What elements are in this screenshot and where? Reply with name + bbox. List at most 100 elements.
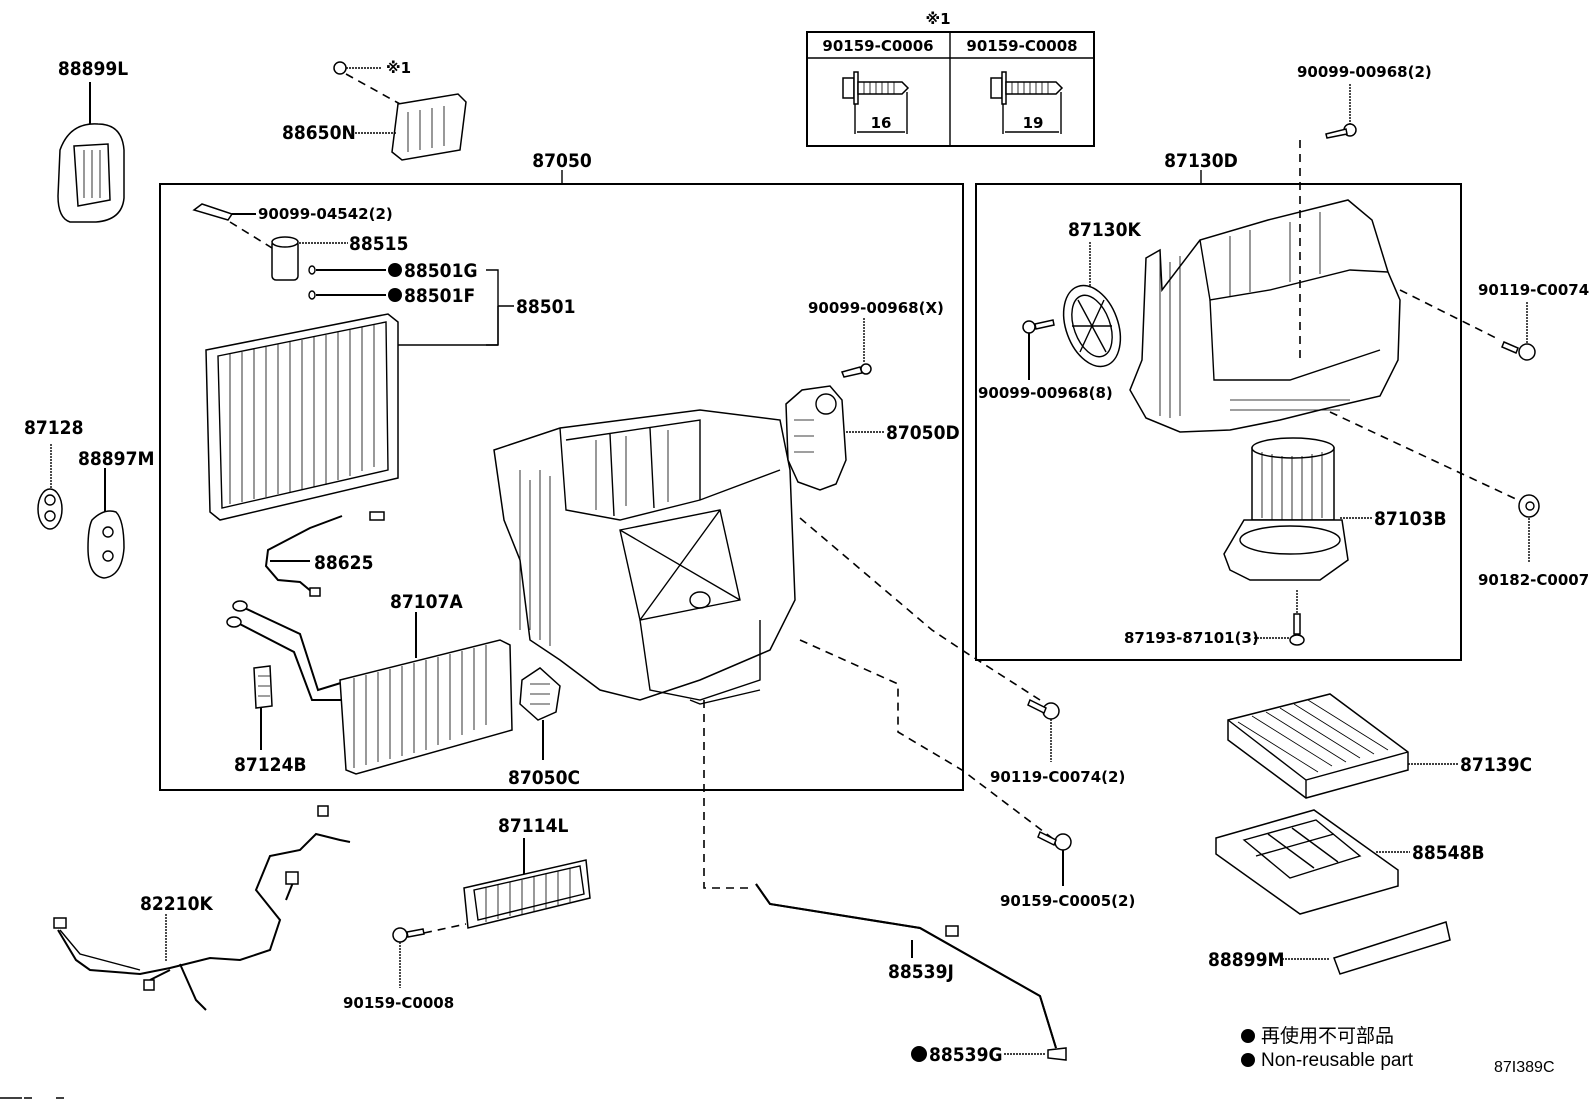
leader-dashed [799,639,1053,839]
part-82210K[interactable]: 82210K [53,805,351,1011]
part-87130K[interactable]: 87130K [1053,219,1141,374]
assembly-87130D: 87130D [975,150,1462,661]
screw-reference-table: ※1 90159-C0006 90159-C0008 16 19 [806,10,1095,147]
part-90099-00968-8[interactable]: 90099-00968(8) [978,319,1113,402]
label-87050[interactable]: 87050 [532,150,592,172]
legend: 再使用不可部品 Non-reusable part [1241,1025,1414,1071]
part-88515[interactable]: 88515 [271,233,408,281]
table-col-2-length: 19 [1023,114,1044,132]
part-87114L[interactable]: 87114L [463,815,591,929]
part-90099-00968X[interactable]: 90099-00968(X) [808,299,944,378]
label-87050D[interactable]: 87050D [886,422,960,444]
label-82210K[interactable]: 82210K [140,893,213,915]
screw-icon [842,71,910,134]
part-87128[interactable]: 87128 [24,417,83,530]
drain-valve-icon [1047,1047,1067,1061]
part-88501F[interactable]: 88501F [308,285,475,307]
table-col-2-part[interactable]: 90159-C0008 [966,37,1077,55]
part-88650N[interactable]: ※1 88650N [282,59,467,161]
bolt-icon [192,203,234,221]
part-87124B[interactable]: 87124B [234,665,307,776]
label-87128[interactable]: 87128 [24,417,83,439]
label-87193-87101[interactable]: 87193-87101(3) [1124,629,1259,647]
part-88501G[interactable]: 88501G [308,260,478,282]
label-87130D[interactable]: 87130D [1164,150,1238,172]
label-87107A[interactable]: 87107A [390,591,463,613]
label-90119-C0074[interactable]: 90119-C0074 [1478,281,1589,299]
part-87050D[interactable]: 87050D [785,385,960,491]
part-90182-C0007[interactable]: 90182-C0007 [1329,411,1589,589]
part-88899M[interactable]: 88899M [1208,921,1451,975]
screw-icon [990,71,1064,134]
part-88899L[interactable]: 88899L [57,58,128,223]
label-90099-00968-2[interactable]: 90099-00968(2) [1297,63,1432,81]
part-88548B[interactable]: 88548B [1215,809,1485,915]
non-reusable-dot-icon [388,263,402,277]
grommet-icon [1518,494,1540,518]
label-90159-C0008[interactable]: 90159-C0008 [343,994,454,1012]
assembly-87050: 87050 [159,150,964,791]
label-90159-C0005[interactable]: 90159-C0005(2) [1000,892,1135,910]
part-87107A[interactable]: 87107A [226,591,513,775]
label-87114L[interactable]: 87114L [498,815,568,837]
screw-icon [333,61,347,75]
label-88539J[interactable]: 88539J [888,961,954,983]
screw-icon [392,927,408,943]
diagram-code: 87I389C [1494,1059,1555,1076]
part-90099-04542[interactable]: 90099-04542(2) [192,203,393,249]
label-88548B[interactable]: 88548B [1412,842,1485,864]
part-90119-C0074[interactable]: 90119-C0074 [1399,281,1589,361]
label-90119-C0074-2[interactable]: 90119-C0074(2) [990,768,1125,786]
label-87124B[interactable]: 87124B [234,754,307,776]
legend-item-en: Non-reusable part [1261,1050,1414,1071]
screw-icon [1022,320,1036,334]
part-87139C[interactable]: 87139C [1227,693,1532,799]
part-90099-00968-2[interactable]: 90099-00968(2) [1297,63,1432,360]
label-88501[interactable]: 88501 [516,296,575,318]
label-87050C[interactable]: 87050C [508,767,580,789]
label-87103B[interactable]: 87103B [1374,508,1447,530]
screw-icon [1289,634,1305,646]
label-88897M[interactable]: 88897M [78,448,154,470]
part-88539G[interactable]: 88539G [911,1044,1067,1066]
label-note1: ※1 [386,59,411,77]
label-88650N[interactable]: 88650N [282,122,356,144]
non-reusable-dot-icon [911,1046,927,1062]
label-87130K[interactable]: 87130K [1068,219,1141,241]
label-88501G[interactable]: 88501G [404,260,478,282]
label-88899M[interactable]: 88899M [1208,949,1284,971]
non-reusable-dot-icon [388,288,402,302]
part-88539J[interactable]: 88539J [755,883,1057,1049]
label-90099-00968-8[interactable]: 90099-00968(8) [978,384,1113,402]
table-note-mark: ※1 [925,10,950,28]
label-88501F[interactable]: 88501F [404,285,475,307]
part-88897M[interactable]: 88897M [78,448,154,579]
part-90119-C0074-2[interactable]: 90119-C0074(2) [990,698,1125,786]
table-col-1-part[interactable]: 90159-C0006 [822,37,933,55]
part-88625[interactable]: 88625 [264,511,385,597]
label-88515[interactable]: 88515 [349,233,408,255]
part-90159-C0008[interactable]: 90159-C0008 [343,923,467,1012]
label-90182-C0007[interactable]: 90182-C0007 [1478,571,1589,589]
non-reusable-dot-icon [1241,1053,1255,1067]
label-90099-04542[interactable]: 90099-04542(2) [258,205,393,223]
screw-icon [1518,343,1536,361]
part-87103B[interactable]: 87103B [1223,437,1447,581]
legend-item-jp: 再使用不可部品 [1261,1025,1394,1047]
part-87050C[interactable]: 87050C [508,667,580,789]
part-87193-87101[interactable]: 87193-87101(3) [1124,590,1305,647]
leader-dashed [799,517,1041,701]
screw-icon [1054,833,1072,851]
assembly-box-blower [975,183,1462,661]
label-88625[interactable]: 88625 [314,552,373,574]
label-90099-00968X[interactable]: 90099-00968(X) [808,299,944,317]
label-88899L[interactable]: 88899L [58,58,128,80]
label-88539G[interactable]: 88539G [929,1044,1003,1066]
blower-housing-illustration [1129,199,1401,433]
non-reusable-dot-icon [1241,1029,1255,1043]
part-90159-C0005[interactable]: 90159-C0005(2) [1000,830,1135,910]
leader-dashed [703,700,754,889]
label-87139C[interactable]: 87139C [1460,754,1532,776]
part-88501[interactable]: 88501 [205,269,575,521]
